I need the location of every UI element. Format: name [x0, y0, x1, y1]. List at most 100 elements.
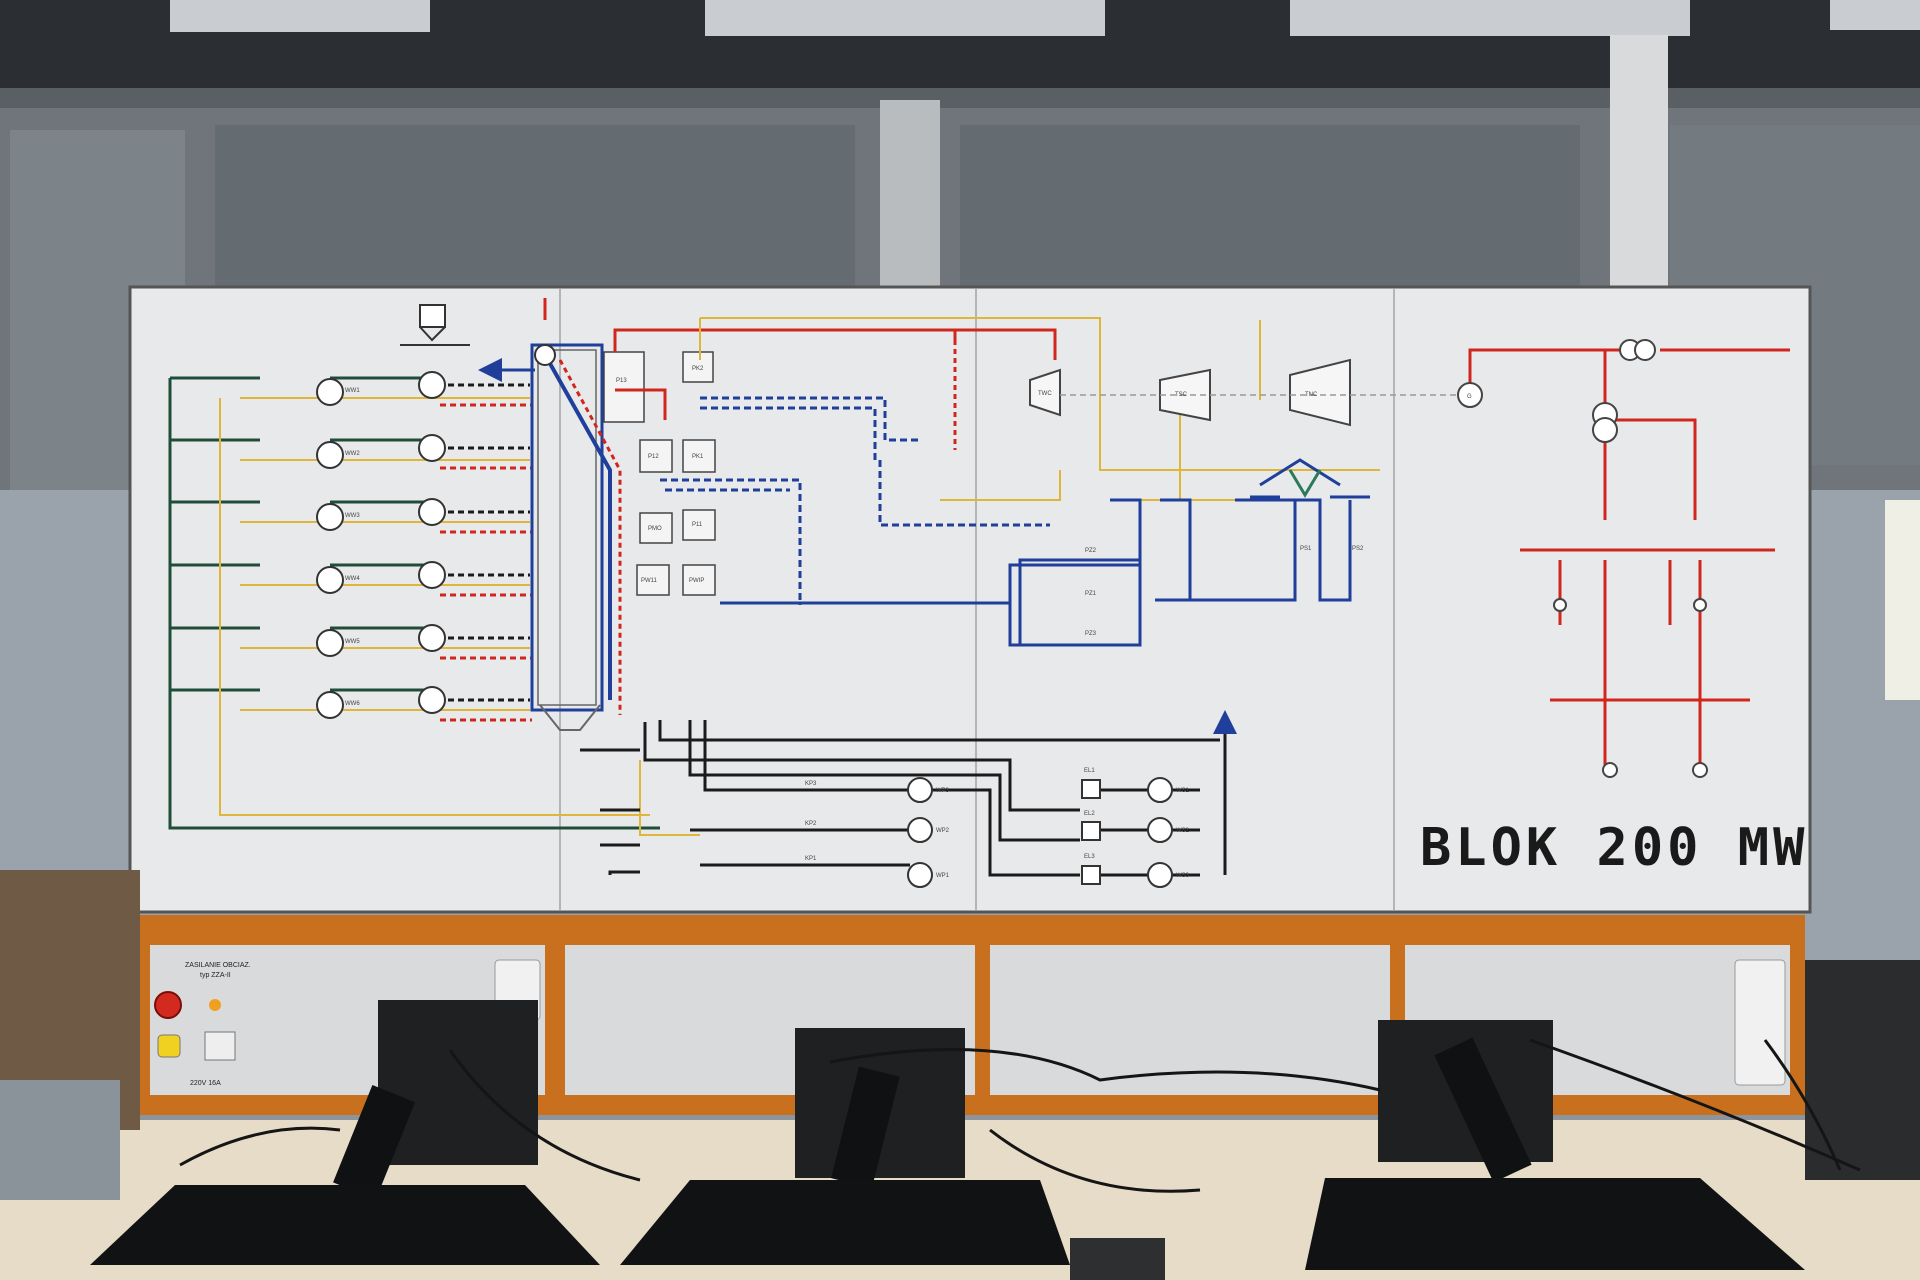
pump-icon [1147, 777, 1173, 803]
svg-text:WS1: WS1 [1176, 788, 1190, 794]
monitor-screen-down [90, 1185, 600, 1265]
svg-text:KP1: KP1 [805, 856, 817, 862]
boiler-labels: P13 PK2 P12 PK1 PMO P11 PW11 PWIP [616, 366, 704, 584]
mill-motor-icon [316, 566, 344, 594]
mill-icon [418, 498, 446, 526]
svg-text:WP1: WP1 [936, 873, 950, 879]
condenser [1250, 458, 1370, 499]
cooling-water-lines [580, 720, 1227, 877]
svg-text:TNC: TNC [1305, 392, 1318, 398]
coal-feeder-lines [168, 376, 660, 830]
mill-labels: WW1 WW2 WW3 WW4 WW5 WW6 [345, 388, 360, 707]
svg-text:KP2: KP2 [805, 821, 817, 827]
monitor-screen-down [1305, 1178, 1805, 1270]
svg-text:typ ZZA-II: typ ZZA-II [200, 972, 231, 979]
board-title: BLOK 200 MW [1420, 818, 1808, 878]
lp-turbine [1289, 358, 1351, 427]
svg-text:WP3: WP3 [936, 788, 950, 794]
start-button [157, 1034, 181, 1058]
svg-text:WS3: WS3 [1176, 873, 1190, 879]
svg-text:TWC: TWC [1038, 391, 1052, 397]
left-cushion [0, 1080, 120, 1200]
filter-icon [1081, 865, 1101, 885]
ceiling-lights [170, 0, 1920, 36]
pump-icons [907, 777, 1173, 888]
mill-icon [418, 371, 446, 399]
coal-bunker [400, 304, 470, 346]
svg-text:WW2: WW2 [345, 451, 360, 457]
drum-icon [534, 344, 556, 366]
svg-text:PZ2: PZ2 [1085, 548, 1097, 554]
svg-text:TSC: TSC [1175, 392, 1188, 398]
monitor-stand [1434, 1037, 1532, 1183]
pump-icon [1147, 817, 1173, 843]
mill-motor-icon [316, 691, 344, 719]
mill-icon [418, 624, 446, 652]
svg-text:WW4: WW4 [345, 576, 360, 582]
feedwater-lines [660, 396, 1050, 605]
monitors [90, 1000, 1805, 1270]
svg-text:WW3: WW3 [345, 513, 360, 519]
svg-text:EL3: EL3 [1084, 854, 1095, 860]
filter-icon [1081, 821, 1101, 841]
hp-turbine [1029, 368, 1061, 417]
svg-text:PZ3: PZ3 [1085, 631, 1097, 637]
svg-text:P12: P12 [648, 454, 659, 460]
svg-text:PK2: PK2 [692, 366, 704, 372]
right-cabinet [1805, 960, 1920, 1180]
monitor-stand [831, 1066, 900, 1189]
mimic-board [128, 285, 1812, 914]
mill-icon [418, 434, 446, 462]
svg-text:PS2: PS2 [1352, 546, 1364, 552]
svg-text:WP2: WP2 [936, 828, 950, 834]
svg-text:WS2: WS2 [1176, 828, 1190, 834]
svg-text:P13: P13 [616, 378, 627, 384]
generator-icon: G [1457, 382, 1483, 408]
turbine-labels: TWC TSC TNC [1038, 391, 1318, 398]
filter-icon [1081, 779, 1101, 799]
mill-motors [316, 371, 446, 719]
indicator-lamp-icon [209, 999, 221, 1011]
mill-icon [418, 686, 446, 714]
svg-text:ZASILANIE OBCIAZ.: ZASILANIE OBCIAZ. [185, 962, 251, 969]
svg-text:220V 16A: 220V 16A [190, 1080, 221, 1087]
mill-motor-icon [316, 629, 344, 657]
monitor-stand [333, 1085, 416, 1200]
transformer-icons [1553, 339, 1708, 778]
steam-lines [613, 328, 1057, 420]
wall-socket-icon [1734, 959, 1786, 1086]
mill-motor-icon [316, 441, 344, 469]
pump-icon [907, 862, 933, 888]
mill-motor-icon [316, 503, 344, 531]
svg-text:WW1: WW1 [345, 388, 360, 394]
air-lines [440, 403, 532, 722]
svg-text:PK1: PK1 [692, 454, 704, 460]
svg-text:EL1: EL1 [1084, 768, 1095, 774]
svg-text:G: G [1467, 394, 1472, 400]
svg-text:PW11: PW11 [641, 578, 658, 584]
emergency-stop-button [154, 991, 182, 1019]
pump-labels: WP3 WP2 WP1 KP3 KP2 KP1 EL1 EL2 EL3 WS1 … [805, 546, 1364, 879]
signal-lines [639, 317, 1380, 836]
svg-text:KP3: KP3 [805, 781, 817, 787]
mill-icon [418, 561, 446, 589]
cables [179, 1038, 1861, 1193]
mill-motor-icon [316, 378, 344, 406]
svg-text:PS1: PS1 [1300, 546, 1312, 552]
svg-text:PZ1: PZ1 [1085, 591, 1097, 597]
keyboard [1070, 1238, 1165, 1280]
pump-icon [1147, 862, 1173, 888]
boiler [530, 343, 622, 731]
monitor-screen-down [620, 1180, 1070, 1265]
wall-notice [1885, 500, 1920, 700]
pump-icon [907, 817, 933, 843]
pulverized-coal-lines [448, 383, 530, 702]
svg-text:P11: P11 [692, 522, 703, 528]
ceiling-beam [0, 88, 1920, 108]
pump-icon [907, 777, 933, 803]
monitor-back [378, 1000, 538, 1165]
circuit-breaker [204, 1031, 236, 1061]
svg-text:WW6: WW6 [345, 701, 360, 707]
svg-text:PWIP: PWIP [689, 578, 704, 584]
